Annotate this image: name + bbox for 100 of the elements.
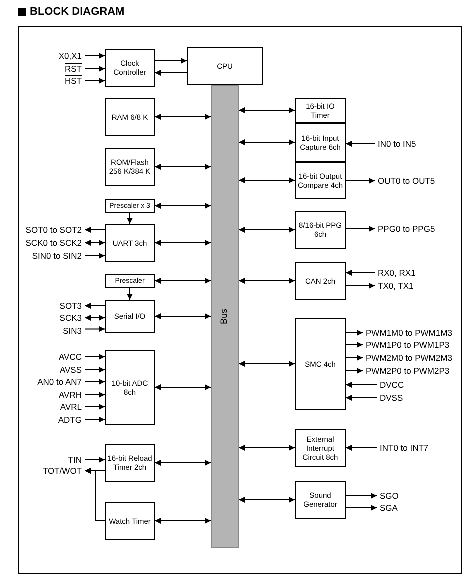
arrow [127, 288, 133, 300]
pin-label: IN0 to IN5 [378, 138, 416, 150]
arrow [346, 283, 376, 289]
arrow [154, 278, 212, 284]
pin-label: AVSS [60, 364, 82, 376]
arrow [238, 278, 296, 284]
arrow [346, 270, 376, 276]
pin-label: AN0 to AN7 [38, 376, 82, 388]
block-box [105, 274, 155, 288]
pin-label: OUT0 to OUT5 [378, 176, 436, 186]
arrow [154, 240, 212, 246]
pin-label: SCK0 to SCK2 [26, 238, 82, 248]
arrow [154, 70, 188, 76]
block-box [295, 262, 346, 300]
title: BLOCK DIAGRAM [18, 4, 125, 20]
arrow [346, 355, 364, 361]
arrow [238, 108, 296, 114]
arrow [84, 78, 106, 84]
arrow [346, 330, 364, 336]
arrow [84, 404, 106, 410]
block-box [105, 502, 155, 540]
pin-label: DVCC [380, 380, 404, 390]
arrow [84, 240, 106, 246]
block-box [295, 123, 346, 162]
arrow [346, 368, 364, 374]
pin-label: SCK3 [60, 312, 82, 324]
block-box [105, 49, 155, 87]
arrow [154, 460, 212, 466]
pin-label: PWM1P0 to PWM1P3 [366, 340, 450, 350]
arrow [238, 178, 296, 184]
pin-label: TIN [68, 454, 82, 466]
block-box [105, 444, 155, 482]
arrow [346, 342, 364, 348]
arrow [84, 53, 106, 59]
pin-label: ADTG [58, 414, 82, 426]
block-box [295, 481, 346, 519]
block-box [105, 148, 155, 186]
block-box [295, 429, 346, 467]
arrow [84, 392, 106, 398]
pin-label: AVCC [59, 352, 82, 362]
arrow [84, 253, 106, 259]
block-box [105, 350, 155, 425]
block-box [105, 224, 155, 262]
arrow [346, 395, 378, 401]
pin-label: RX0, RX1 [378, 268, 416, 278]
pin-label: SOT3 [60, 300, 82, 312]
arrow [346, 226, 376, 232]
pin-label: PWM2P0 to PWM2P3 [366, 366, 450, 376]
arrow [127, 212, 133, 224]
arrow [238, 497, 296, 503]
pin-label: PPG0 to PPG5 [378, 224, 436, 234]
pin-label: PWM2M0 to PWM2M3 [366, 352, 452, 364]
arrow [346, 382, 378, 388]
pin-label: X0,X1 [58, 50, 82, 62]
arrow [154, 384, 212, 390]
arrow [154, 518, 212, 524]
arrow [238, 445, 296, 451]
bus-label: Bus [218, 308, 230, 324]
arrow [154, 203, 212, 209]
block-box [105, 300, 155, 333]
pin-label: TOT/WOT [42, 466, 82, 476]
block-box [295, 318, 346, 410]
pin-label: TX0, TX1 [378, 280, 414, 292]
pin-label: SIN3 [63, 326, 82, 336]
block-box [105, 98, 155, 136]
arrow [154, 314, 212, 320]
arrow [154, 58, 188, 64]
block-box [295, 162, 346, 199]
block-box [105, 199, 155, 213]
pin-label: SGA [380, 502, 398, 514]
block-box [295, 211, 346, 249]
arrow [346, 141, 376, 147]
pin-label: SIN0 to SIN2 [32, 250, 82, 262]
arrow [84, 303, 106, 309]
pin-label: INT0 to INT7 [380, 442, 429, 454]
arrow [154, 114, 212, 120]
arrow [84, 326, 106, 332]
arrow [238, 140, 296, 146]
arrow [84, 227, 106, 233]
arrow [84, 66, 106, 72]
pin-label: PWM1M0 to PWM1M3 [366, 328, 452, 338]
arrow [346, 505, 378, 511]
arrow [84, 315, 106, 321]
pin-label: AVRL [60, 402, 82, 412]
block-box [187, 47, 263, 85]
arrow [84, 354, 106, 360]
arrow [84, 468, 106, 522]
arrow [154, 164, 212, 170]
pin-label: DVSS [380, 392, 404, 404]
pin-label: HST [65, 76, 82, 86]
block-box [295, 98, 346, 123]
arrow [84, 379, 106, 385]
pin-label: AVRH [59, 390, 82, 400]
pin-label: SGO [380, 490, 399, 502]
arrow [84, 367, 106, 373]
arrow [346, 493, 378, 499]
bus-bar [211, 85, 239, 548]
arrow [238, 227, 296, 233]
arrow [346, 178, 376, 184]
arrow [84, 416, 106, 423]
